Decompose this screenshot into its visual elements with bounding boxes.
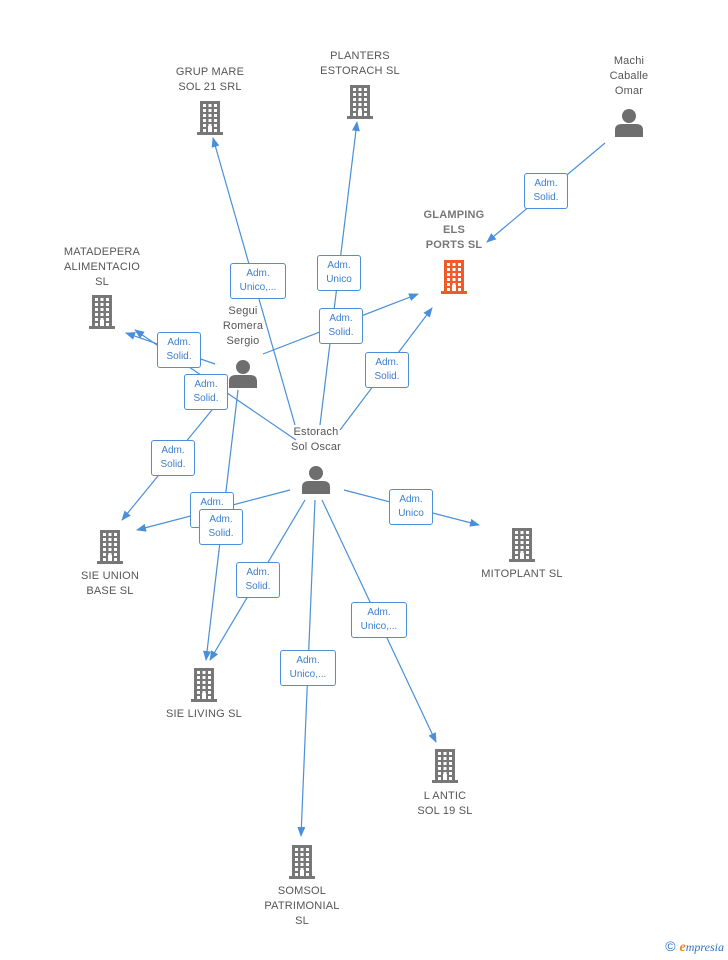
role-label-estorach_sol-to-glamping[interactable]: Adm. Solid. xyxy=(365,352,409,388)
building-icon[interactable] xyxy=(432,749,458,783)
building-icon[interactable] xyxy=(197,101,223,135)
node-label-segui[interactable]: Segui Romera Sergio xyxy=(222,305,264,347)
node-label-sie_union[interactable]: SIE UNION BASE SL xyxy=(80,570,140,597)
person-icon[interactable] xyxy=(302,466,330,494)
role-label-segui-to-sie_union[interactable]: Adm. Solid. xyxy=(151,440,195,476)
building-icon[interactable] xyxy=(191,668,217,702)
copyright-symbol: © xyxy=(665,938,676,954)
node-label-sie_living[interactable]: SIE LIVING SL xyxy=(166,708,242,720)
role-label-estorach_sol-to-somsol[interactable]: Adm. Unico,... xyxy=(280,650,336,686)
edge-layer xyxy=(121,121,606,837)
node-label-mitoplant[interactable]: MITOPLANT SL xyxy=(481,568,563,580)
node-label-somsol[interactable]: SOMSOL PATRIMONIAL SL xyxy=(264,885,340,927)
role-label-estorach_sol-to-mitoplant[interactable]: Adm. Unico xyxy=(389,489,433,525)
node-label-grup_mare[interactable]: GRUP MARE SOL 21 SRL xyxy=(175,66,245,93)
building-icon[interactable] xyxy=(509,528,535,562)
role-label-segui-to-glamping[interactable]: Adm. Solid. xyxy=(319,308,363,344)
brand-initial: e xyxy=(679,940,686,955)
role-label-estorach_sol-to-sie_living[interactable]: Adm. Solid. xyxy=(236,562,280,598)
person-icon[interactable] xyxy=(229,360,257,388)
node-label-glamping[interactable]: GLAMPING ELS PORTS SL xyxy=(423,209,485,251)
role-label-estorach_sol-to-grup_mare[interactable]: Adm. Unico,... xyxy=(230,263,286,299)
person-icon[interactable] xyxy=(615,109,643,137)
role-label-machi-to-glamping[interactable]: Adm. Solid. xyxy=(524,173,568,209)
icon-layer xyxy=(89,85,643,879)
building-icon[interactable] xyxy=(441,260,467,294)
node-label-planters[interactable]: PLANTERS ESTORACH SL xyxy=(320,50,400,77)
role-label-estorach_sol-to-matadepera[interactable]: Adm. Solid. xyxy=(184,374,228,410)
node-label-matadepera[interactable]: MATADEPERA ALIMENTACIO SL xyxy=(63,246,141,288)
building-icon[interactable] xyxy=(97,530,123,564)
role-label-estorach_sol-to-planters[interactable]: Adm. Unico xyxy=(317,255,361,291)
role-label-segui-to-matadepera[interactable]: Adm. Solid. xyxy=(157,332,201,368)
brand-watermark: ©empresia xyxy=(665,938,724,956)
building-icon[interactable] xyxy=(289,845,315,879)
building-icon[interactable] xyxy=(89,295,115,329)
node-label-l_antic[interactable]: L ANTIC SOL 19 SL xyxy=(417,790,473,817)
role-label-segui-to-sie_living[interactable]: Adm. Solid. xyxy=(199,509,243,545)
building-icon[interactable] xyxy=(347,85,373,119)
node-label-machi[interactable]: Machi Caballe Omar xyxy=(609,55,649,97)
node-label-estorach_sol[interactable]: Estorach Sol Oscar xyxy=(290,426,342,453)
brand-name: mpresia xyxy=(685,940,724,954)
role-label-estorach_sol-to-l_antic[interactable]: Adm. Unico,... xyxy=(351,602,407,638)
